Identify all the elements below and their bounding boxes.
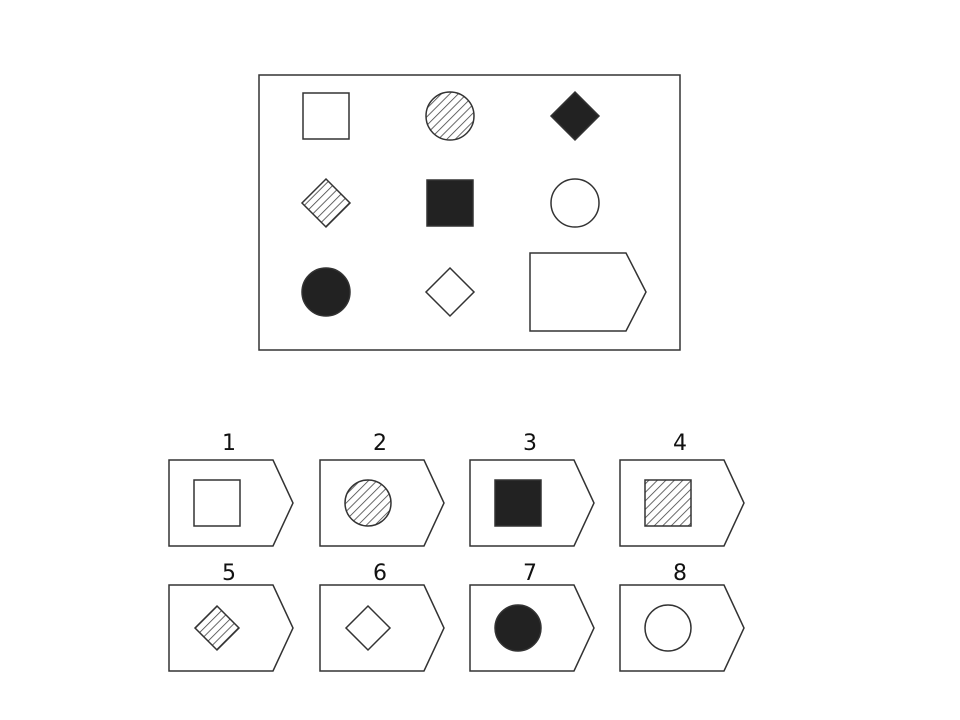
answer-option-3[interactable]: 3 xyxy=(469,431,595,547)
matrix-cell-square-solid xyxy=(426,179,474,227)
answer-option-5[interactable]: 5 xyxy=(168,561,294,672)
option-shape-square-empty xyxy=(193,479,241,527)
matrix-cell-diamond-hatched xyxy=(300,177,352,229)
option-shape-circle-empty xyxy=(644,604,692,652)
matrix-cell-circle-solid xyxy=(301,267,351,317)
answer-option-6[interactable]: 6 xyxy=(319,561,445,672)
matrix-cell-circle-hatched xyxy=(425,91,475,141)
option-number: 1 xyxy=(222,431,236,456)
matrix-cell-square-empty xyxy=(302,92,350,140)
answer-option-4[interactable]: 4 xyxy=(619,431,745,547)
answer-option-2[interactable]: 2 xyxy=(319,431,445,547)
missing-cell-tag xyxy=(529,252,647,332)
option-number: 5 xyxy=(222,561,236,586)
option-shape-circle-hatched xyxy=(344,479,392,527)
option-number: 8 xyxy=(673,561,687,586)
answer-options: 1 2 3 4 5 6 7 8 xyxy=(168,431,745,672)
option-number: 6 xyxy=(373,561,387,586)
matrix-cell-circle-empty xyxy=(550,178,600,228)
answer-option-8[interactable]: 8 xyxy=(619,561,745,672)
matrix-grid xyxy=(300,90,647,332)
option-shape-diamond-hatched xyxy=(193,604,241,652)
option-shape-diamond-empty xyxy=(344,604,392,652)
answer-option-7[interactable]: 7 xyxy=(469,561,595,672)
option-number: 7 xyxy=(523,561,537,586)
matrix-cell-diamond-empty xyxy=(424,266,476,318)
option-number: 3 xyxy=(523,431,537,456)
option-shape-square-solid xyxy=(494,479,542,527)
option-number: 4 xyxy=(673,431,687,456)
option-shape-square-hatched xyxy=(644,479,692,527)
answer-option-1[interactable]: 1 xyxy=(168,431,294,547)
option-number: 2 xyxy=(373,431,387,456)
option-shape-circle-solid xyxy=(494,604,542,652)
matrix-cell-diamond-solid xyxy=(549,90,601,142)
